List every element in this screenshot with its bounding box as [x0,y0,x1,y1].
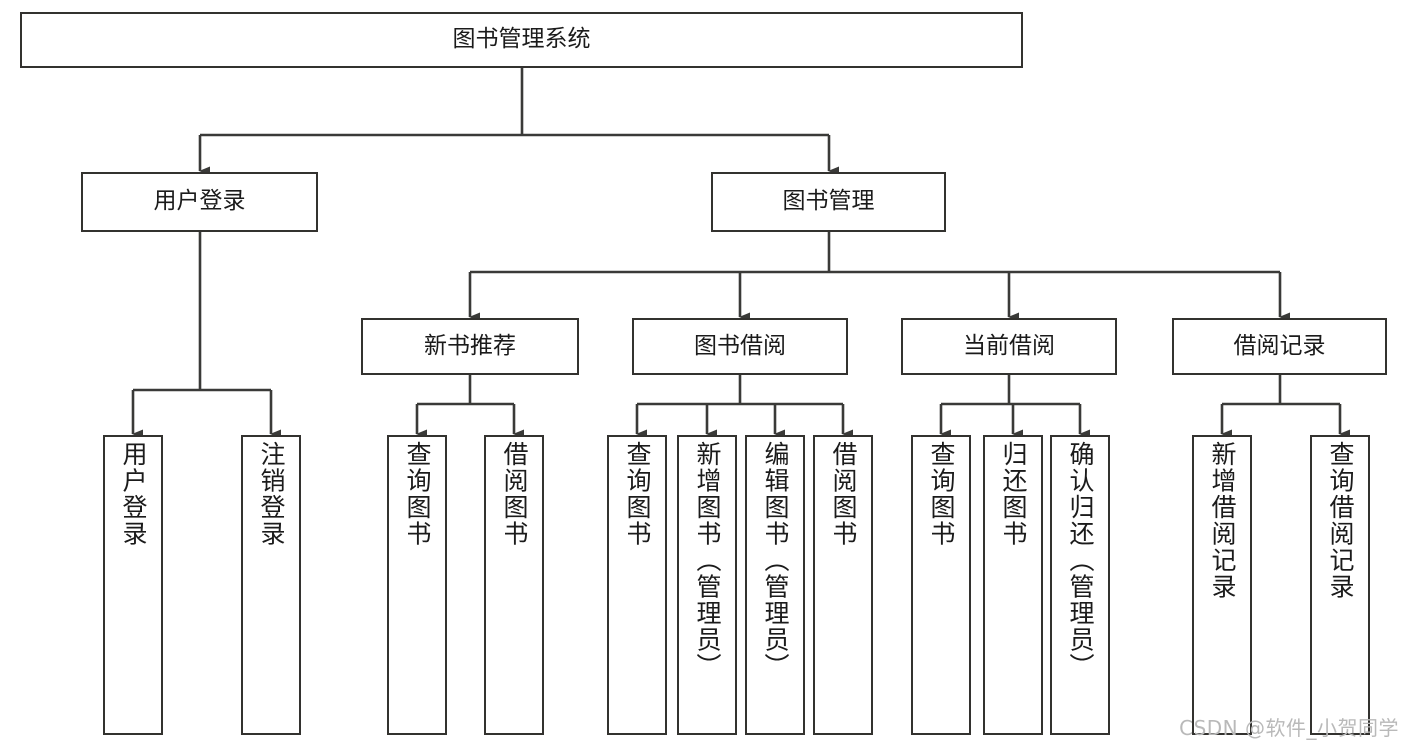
node-new-book-rec[interactable]: 新书推荐 [361,318,579,375]
node-leaf-confirm-return[interactable]: 确认归还（管理员） [1050,435,1110,735]
node-label: 新书推荐 [424,332,516,359]
node-label: 借阅图书 [829,441,858,547]
node-leaf-borrow-book-2[interactable]: 借阅图书 [813,435,873,735]
node-leaf-query-book-1[interactable]: 查询图书 [387,435,447,735]
node-leaf-query-book-2[interactable]: 查询图书 [607,435,667,735]
node-label: 编辑图书（管理员） [761,441,790,680]
node-label: 归还图书 [999,441,1028,547]
node-label: 用户登录 [153,188,246,215]
node-book-manage[interactable]: 图书管理 [711,172,946,232]
node-leaf-add-book[interactable]: 新增图书（管理员） [677,435,737,735]
node-current-borrow[interactable]: 当前借阅 [901,318,1117,375]
node-label: 图书管理系统 [452,26,591,53]
node-borrow-record[interactable]: 借阅记录 [1172,318,1387,375]
node-label: 用户登录 [119,441,148,547]
node-leaf-query-book-3[interactable]: 查询图书 [911,435,971,735]
watermark-text: CSDN @软件_小贺同学 [1179,716,1399,740]
node-label: 图书管理 [782,188,875,215]
edge-layer [131,68,1350,439]
node-label: 当前借阅 [963,332,1055,359]
node-label: 查询借阅记录 [1326,441,1355,600]
node-root[interactable]: 图书管理系统 [20,12,1023,68]
node-label: 新增图书（管理员） [693,441,722,680]
node-label: 图书借阅 [694,332,786,359]
node-leaf-user-logout[interactable]: 注销登录 [241,435,301,735]
node-label: 查询图书 [623,441,652,547]
node-leaf-add-record[interactable]: 新增借阅记录 [1192,435,1252,735]
node-leaf-edit-book[interactable]: 编辑图书（管理员） [745,435,805,735]
node-leaf-query-record[interactable]: 查询借阅记录 [1310,435,1370,735]
node-label: 查询图书 [927,441,956,547]
node-book-borrow[interactable]: 图书借阅 [632,318,848,375]
node-leaf-user-login[interactable]: 用户登录 [103,435,163,735]
node-label: 注销登录 [257,441,286,547]
node-label: 借阅记录 [1233,332,1326,359]
node-label: 查询图书 [403,441,432,547]
node-label: 借阅图书 [500,441,529,547]
node-label: 确认归还（管理员） [1066,441,1095,680]
node-leaf-return-book[interactable]: 归还图书 [983,435,1043,735]
node-user-login[interactable]: 用户登录 [81,172,318,232]
node-leaf-borrow-book-1[interactable]: 借阅图书 [484,435,544,735]
node-label: 新增借阅记录 [1208,441,1237,600]
